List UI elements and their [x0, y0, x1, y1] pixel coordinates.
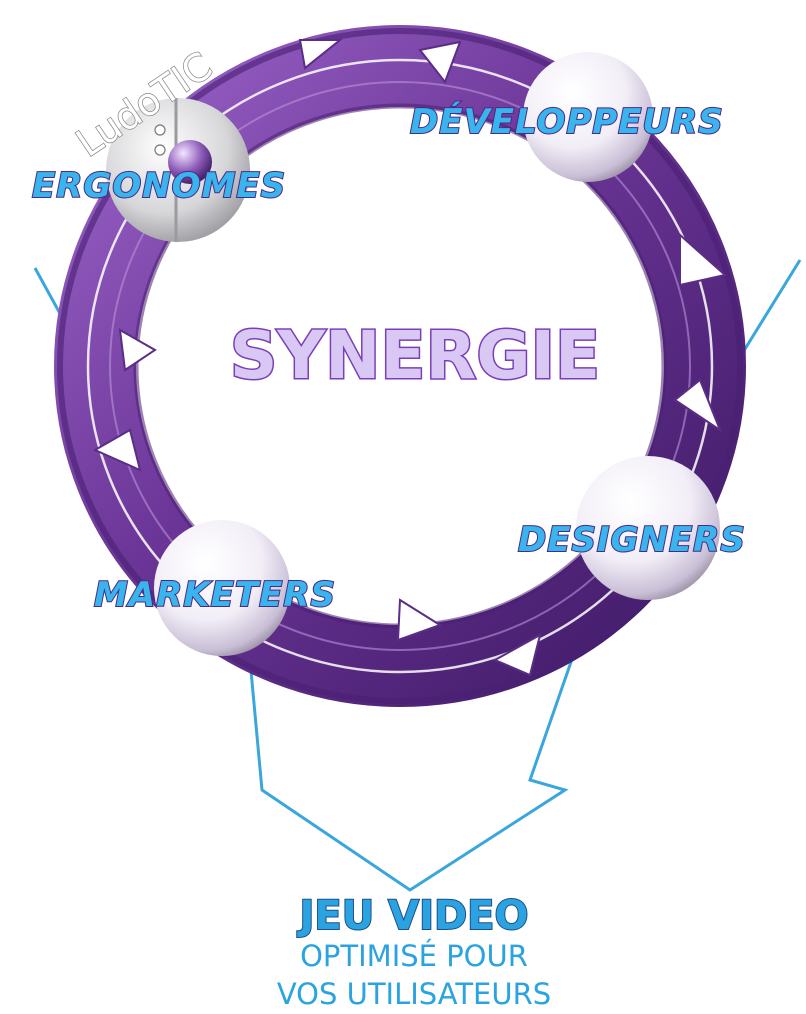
- sphere-marketers: [154, 520, 290, 656]
- sphere-designers: [576, 456, 720, 600]
- node-label-ergonomes: ERGONOMES: [32, 166, 286, 206]
- arrow-icon: [92, 428, 142, 472]
- sphere-developpeurs: [523, 52, 653, 182]
- output-line-2: VOS UTILISATEURS: [277, 977, 551, 1011]
- arrow-icon: [492, 633, 542, 677]
- arrow-icon: [679, 232, 728, 287]
- output-line-1: OPTIMISÉ POUR: [300, 939, 528, 973]
- arrow-icon: [673, 378, 723, 433]
- synergy-ring: [54, 25, 746, 707]
- arrow-icon: [298, 39, 343, 70]
- node-label-designers: DESIGNERS: [518, 520, 746, 560]
- node-label-marketers: MARKETERS: [94, 575, 336, 615]
- arrow-icon: [118, 328, 157, 372]
- ring-arrows: [92, 39, 728, 677]
- center-title: SYNERGIE: [230, 317, 600, 394]
- output-title: JEU VIDEO: [297, 893, 529, 939]
- arrow-icon: [396, 598, 443, 642]
- arrow-icon: [418, 40, 462, 85]
- node-label-developpeurs: DÉVELOPPEURS: [410, 101, 724, 142]
